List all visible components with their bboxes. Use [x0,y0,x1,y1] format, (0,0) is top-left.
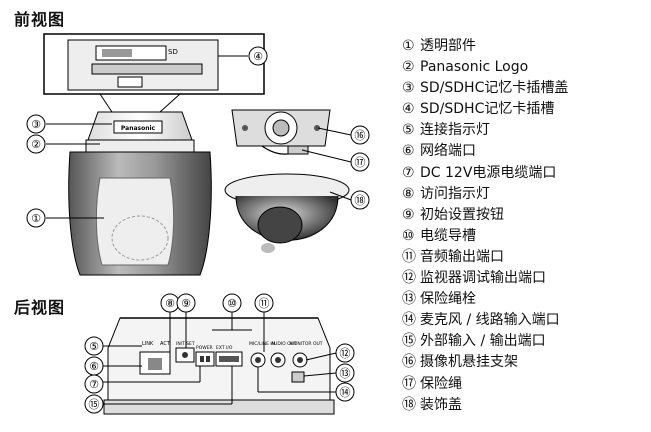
front-camera: Panasonic [68,111,212,276]
svg-text:⑥: ⑥ [89,360,99,373]
link-text: LINK [142,341,154,347]
svg-text:⑪: ⑪ [259,297,270,310]
callout-1: ① [26,208,46,228]
callout-17: ⑰ [350,152,370,172]
rear-view-title: 后视图 [14,298,66,317]
callout-11: ⑪ [254,293,274,313]
svg-text:⑮: ⑮ [89,398,100,411]
init-set-text: INIT SET [176,341,195,347]
front-view-title: 前视图 [14,10,66,29]
monitor-out-text: MONITOR OUT [290,341,323,347]
callout-14: ⑭ [335,382,355,402]
callout-13: ⑬ [335,363,355,383]
svg-text:③: ③ [31,118,41,131]
power-text: POWER [196,345,213,351]
svg-text:⑨: ⑨ [181,297,191,310]
svg-text:⑦: ⑦ [89,378,99,391]
audio-out-text: AUDIO OUT [271,341,297,347]
callout-9: ⑨ [176,293,196,313]
small-dome-camera [224,173,350,253]
callout-12: ⑫ [335,343,355,363]
callout-2: ② [26,134,46,154]
callout-10: ⑩ [222,293,242,313]
callouts: ④ ③ ② ① ⑯ ⑰ ⑱ ⑤ ⑥ ⑦ ⑮ ⑧ ⑨ ⑩ ⑪ ⑫ ⑬ ⑭ [26,46,370,414]
act-text: ACT [160,341,171,347]
callout-6: ⑥ [84,356,104,376]
svg-text:⑫: ⑫ [340,347,351,360]
callout-7: ⑦ [84,374,104,394]
mic-line-in-text: MIC/LINE IN [249,341,275,347]
callout-8: ⑧ [160,293,180,313]
ext-io-text: EXT I/O [216,345,233,351]
svg-text:⑬: ⑬ [340,367,351,380]
callout-5: ⑤ [84,336,104,356]
svg-text:⑩: ⑩ [227,297,237,310]
mount-bracket [231,109,331,155]
callout-18: ⑱ [350,190,370,210]
svg-text:⑭: ⑭ [340,386,351,399]
leader-lines [46,55,352,405]
svg-text:⑰: ⑰ [355,156,366,169]
front-logo-text: Panasonic [121,125,156,132]
svg-text:②: ② [31,138,41,151]
svg-text:④: ④ [253,50,263,63]
sd-slot-zoom-inset: SD [43,33,265,113]
callout-3: ③ [26,114,46,134]
callout-4: ④ [248,46,268,66]
svg-text:⑯: ⑯ [355,129,366,142]
svg-text:⑧: ⑧ [165,297,175,310]
callout-16: ⑯ [350,125,370,145]
svg-text:⑤: ⑤ [89,340,99,353]
svg-text:⑱: ⑱ [355,194,366,207]
sd-logo-text: SD [168,48,178,56]
svg-text:①: ① [31,212,41,225]
callout-15: ⑮ [84,394,104,414]
